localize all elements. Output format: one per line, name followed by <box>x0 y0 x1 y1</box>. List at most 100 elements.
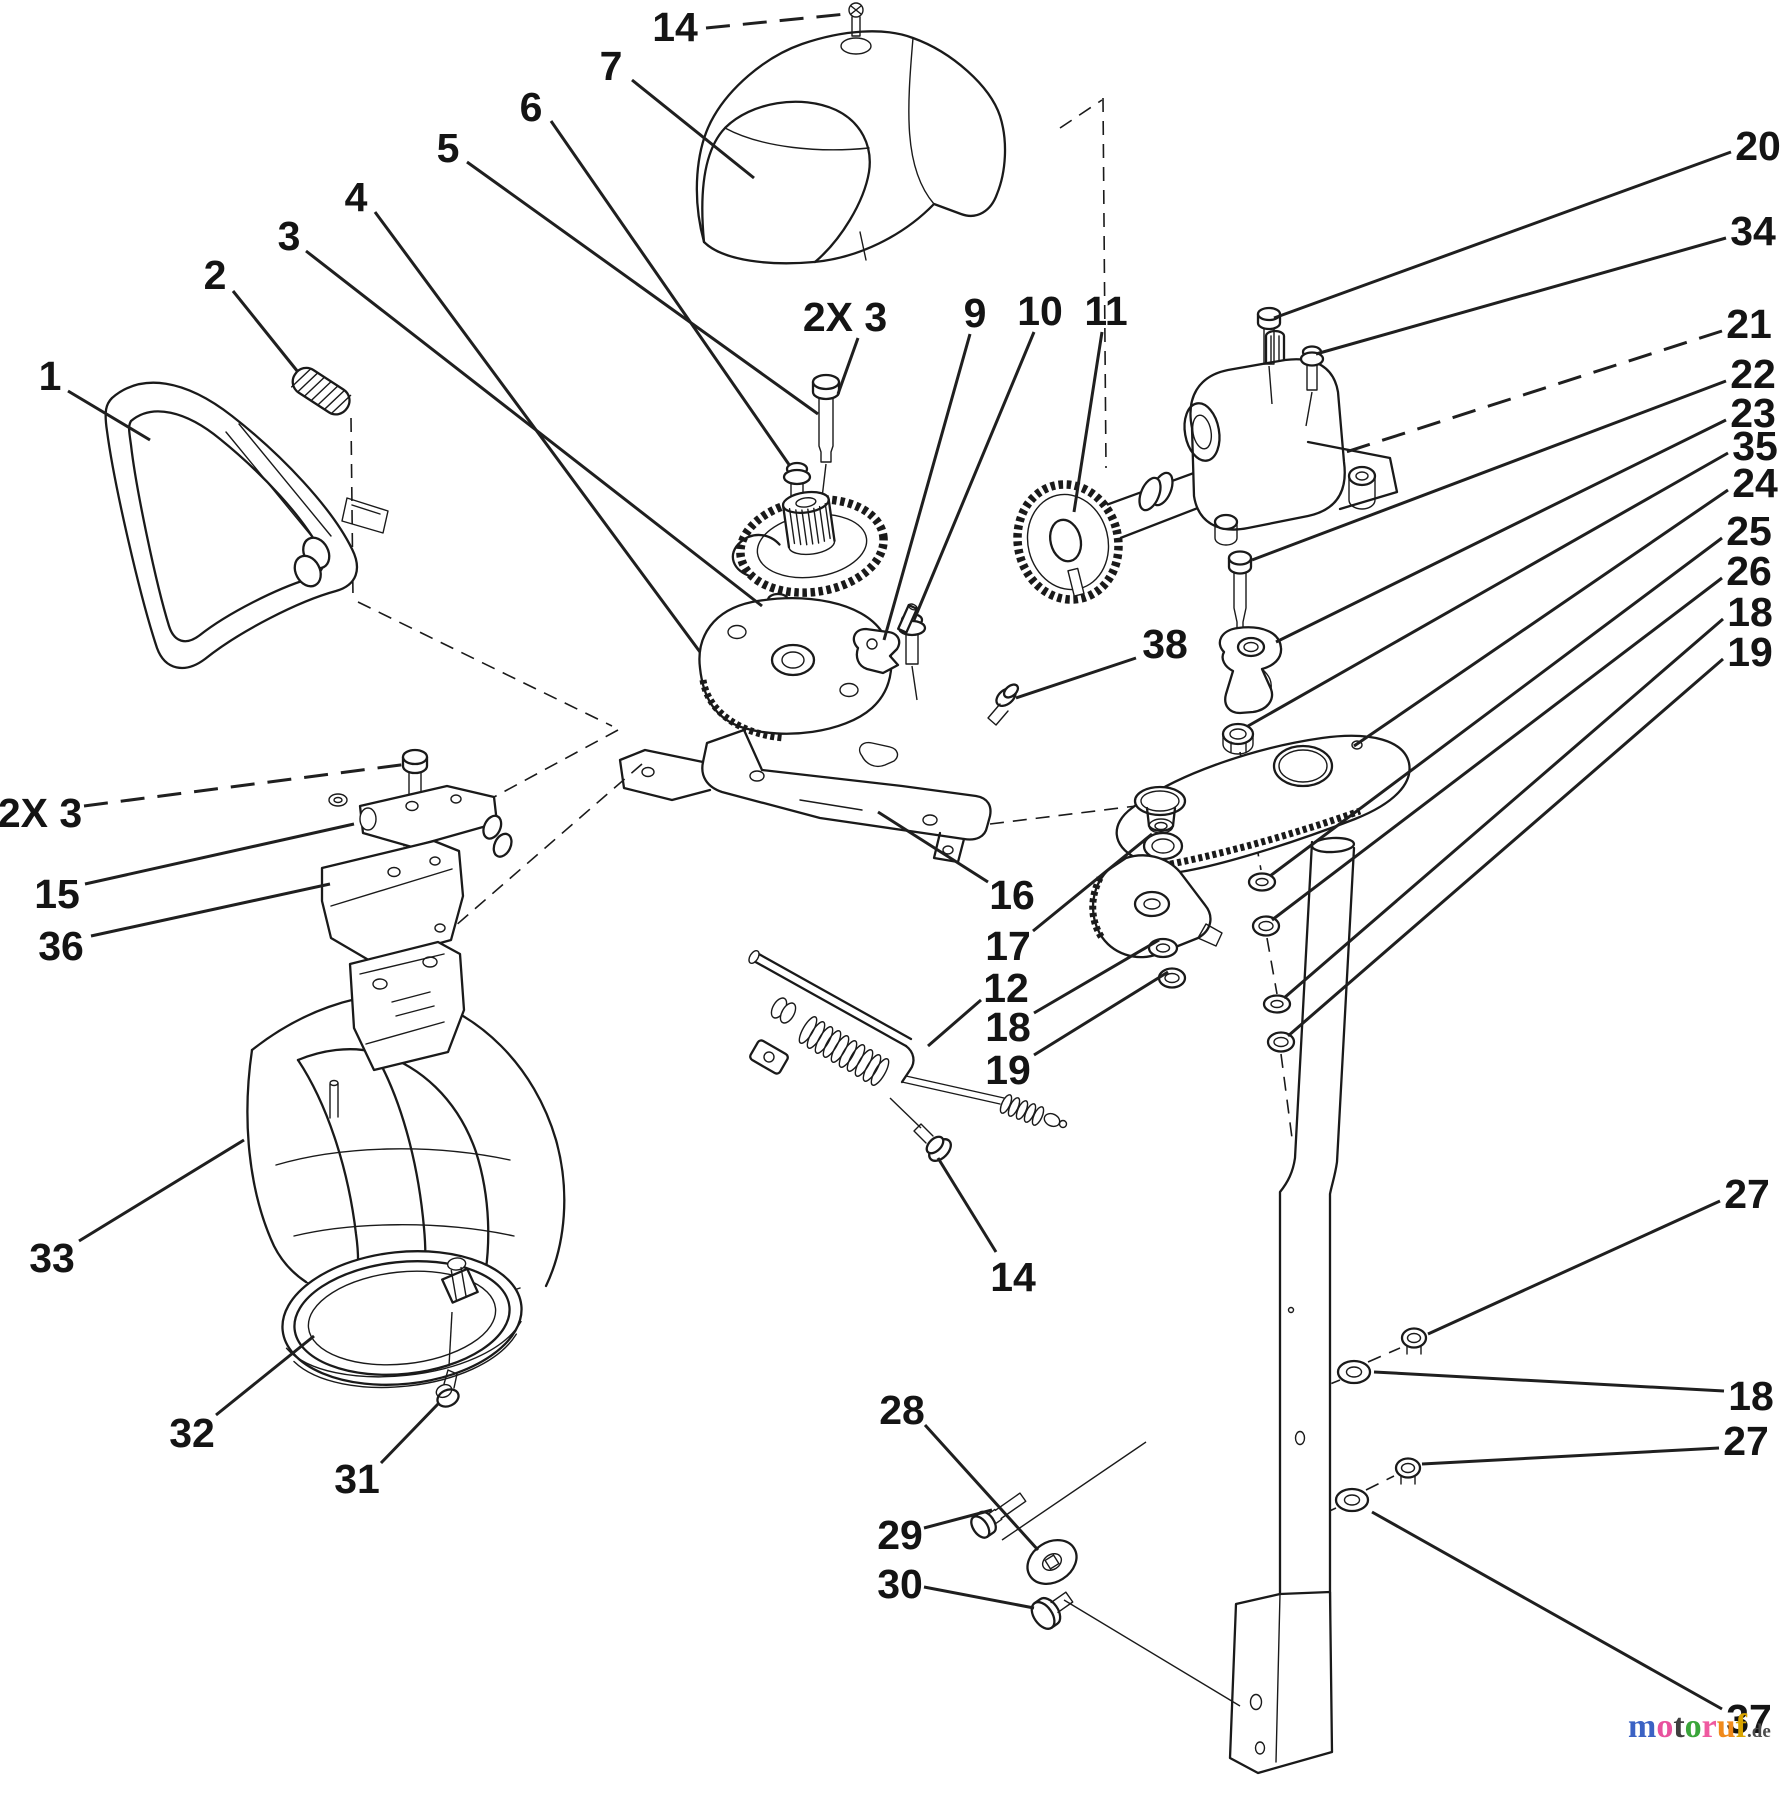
callout-label-15: 15 <box>34 871 80 917</box>
part-15-plate <box>358 784 513 858</box>
part-21-housing <box>1183 329 1399 546</box>
callout-label-19: 19 <box>985 1047 1031 1093</box>
leader-line-2X3 <box>83 762 409 808</box>
part-31-bolt <box>435 1311 460 1408</box>
leader-line-10 <box>912 331 1036 621</box>
part-28-disc <box>1026 1538 1078 1586</box>
leader-line-19 <box>1033 970 1169 1057</box>
leader-line-11 <box>1072 331 1104 513</box>
construction-lines <box>347 97 1401 1523</box>
leader-line-18 <box>1373 1370 1725 1393</box>
spring-coil <box>798 1016 890 1086</box>
part-1-shield <box>104 381 389 669</box>
leader-line-7 <box>631 78 755 180</box>
leader-line-33 <box>78 1138 245 1243</box>
leader-line-18 <box>1283 617 1724 1000</box>
leader-line-12 <box>927 998 982 1048</box>
leader-line-22 <box>1251 379 1727 562</box>
callout-label-38: 38 <box>1142 621 1188 667</box>
callout-label-27: 27 <box>1724 1171 1770 1217</box>
callout-label-2: 2 <box>204 252 227 298</box>
leader-line-21 <box>1345 329 1723 454</box>
part-10-pin <box>896 603 919 634</box>
part-shaft <box>1228 836 1356 1775</box>
part-34-bolt <box>1299 345 1325 427</box>
leader-line-1 <box>67 389 151 442</box>
leader-line-32 <box>215 1334 315 1417</box>
part-9-latch <box>852 627 901 675</box>
fasteners-18-19-25-26 <box>1147 872 1296 1053</box>
leader-line-30 <box>923 1585 1035 1610</box>
part-2-spring-stud <box>290 366 352 416</box>
callout-label-30: 30 <box>877 1561 923 1607</box>
callout-label-31: 31 <box>334 1456 380 1502</box>
part-6-flange-bolt <box>782 461 812 501</box>
callout-label-25: 25 <box>1726 508 1772 554</box>
callout-label-22: 22 <box>1730 351 1776 397</box>
callout-label-2X3: 2X 3 <box>0 790 82 836</box>
cable-fitting <box>999 1094 1068 1129</box>
part-17-bushing <box>1133 785 1187 834</box>
leader-line-34 <box>1315 236 1727 356</box>
callout-label-26: 26 <box>1726 548 1772 594</box>
leader-line-16 <box>877 810 989 884</box>
callout-label-28: 28 <box>879 1387 925 1433</box>
callout-label-18: 18 <box>1728 1373 1774 1419</box>
callout-label-33: 33 <box>29 1235 75 1281</box>
leader-line-27 <box>1421 1446 1720 1466</box>
part-gear-plate <box>698 597 893 742</box>
callout-label-19: 19 <box>1727 629 1773 675</box>
leader-line-14 <box>936 1157 998 1253</box>
callout-label-11: 11 <box>1084 288 1127 334</box>
callout-label-24: 24 <box>1732 460 1778 506</box>
part-33-chute <box>246 940 566 1306</box>
callout-label-23: 23 <box>1730 390 1776 436</box>
part-sector-gear-small <box>1089 854 1223 959</box>
leader-line-9 <box>882 333 972 641</box>
callout-label-21: 21 <box>1726 301 1772 347</box>
part-35-nut <box>1221 722 1255 755</box>
leader-line-27 <box>1427 1199 1721 1336</box>
callout-label-37: 37 <box>1726 1696 1772 1742</box>
callout-label-3: 3 <box>278 213 301 259</box>
watermark-letter: u <box>1716 1708 1736 1745</box>
part-5-shoulder-bolt <box>811 373 841 499</box>
watermark-letter: m <box>1628 1708 1657 1745</box>
callout-label-10: 10 <box>1017 288 1063 334</box>
leader-line-35 <box>1247 451 1729 728</box>
watermark-letter: r <box>1701 1708 1717 1745</box>
part-36-plate <box>320 839 465 964</box>
leader-line-29 <box>923 1508 993 1530</box>
leader-line-24 <box>1353 488 1729 748</box>
part-7-cover <box>695 30 1007 265</box>
part-23-lever <box>1218 626 1283 715</box>
leader-line-14 <box>705 12 847 30</box>
part-14-bolt-mid <box>889 1097 952 1162</box>
watermark-suffix: .de <box>1747 1721 1771 1742</box>
part-38-bolt <box>987 683 1020 726</box>
callout-label-6: 6 <box>520 84 543 130</box>
part-32-ring <box>281 1250 523 1389</box>
watermark-letter: t <box>1673 1708 1685 1745</box>
part-16-bracket <box>618 728 992 864</box>
callout-label-27: 27 <box>1723 1418 1769 1464</box>
callout-label-12: 12 <box>983 965 1029 1011</box>
callout-label-7: 7 <box>600 43 623 89</box>
watermark-letter: o <box>1684 1708 1702 1745</box>
callout-label-16: 16 <box>989 872 1035 918</box>
leader-line-2 <box>231 290 300 373</box>
leader-line-38 <box>1015 656 1137 700</box>
leader-line-3 <box>305 249 763 608</box>
part-4-sector-gear <box>731 490 888 597</box>
callout-label-18: 18 <box>985 1004 1031 1050</box>
callout-label-20: 20 <box>1735 123 1781 169</box>
part-30-screw <box>1030 1591 1241 1707</box>
leader-line-36 <box>90 882 331 938</box>
callout-label-29: 29 <box>877 1512 923 1558</box>
leader-line-23 <box>1275 418 1727 644</box>
leader-line-37 <box>1371 1510 1723 1711</box>
callout-label-5: 5 <box>437 125 460 171</box>
